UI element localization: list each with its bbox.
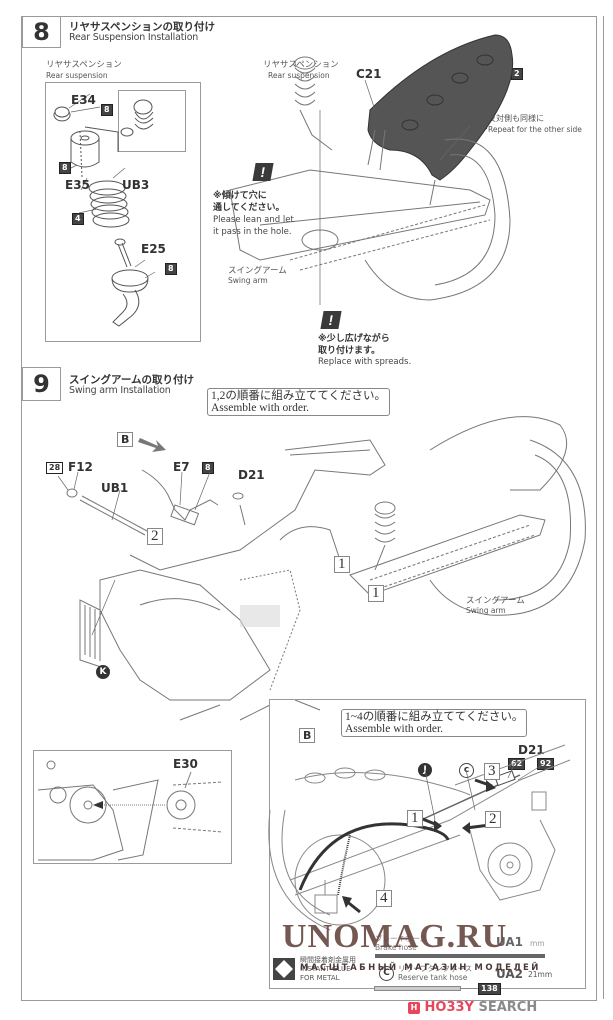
e34-detail-inset (118, 90, 186, 152)
step-8-title-en: Rear Suspension Installation (69, 32, 199, 43)
paint-code-e34: 8 (101, 104, 113, 116)
swingarm-label-en-step9: Swing arm (466, 606, 506, 615)
rear-suspension-right-label-jp: リヤサスペンション (263, 60, 339, 70)
brake-hose-legend: ブレーキホース Brake hose (375, 934, 427, 952)
step-8-number: 8 (22, 16, 61, 48)
paint-code-f12: 28 (46, 462, 64, 474)
repeat-other-side-en: Repeat for the other side (488, 125, 582, 134)
caution-icon: ! (252, 163, 274, 181)
part-label-e25: E25 (141, 242, 166, 256)
e30-detail-inset (33, 750, 232, 864)
view-b-arrow (138, 438, 166, 452)
paint-code-138: 138 (478, 983, 501, 995)
step-9-number: 9 (22, 367, 61, 401)
part-label-e35: E35 (65, 178, 90, 192)
reserve-hose-legend: リザーブタンクホース Reserve tank hose (398, 964, 472, 982)
warning-2-line1-jp: ※少し広げながら (318, 334, 390, 344)
inset-part-label-d21: D21 (518, 743, 545, 757)
view-b-marker: B (117, 432, 134, 447)
unomag-watermark-subtitle: МАСШТАБНЫЙ МАГАЗИН МОДЕЛЕЙ (300, 963, 541, 973)
repeat-other-side-jp: 反対側も同様に (488, 114, 544, 123)
inset-b-label: B (299, 728, 316, 743)
order-note-en: Assemble with order. (211, 402, 310, 414)
swingarm-rear-fender-illustration (229, 34, 514, 305)
paint-code-ub3: 4 (72, 213, 84, 225)
inset-order-note-en: Assemble with order. (345, 723, 444, 735)
order-note-jp: 1,2の順番に組み立ててください。 (211, 390, 387, 402)
step-8-title-jp: リヤサスペンションの取り付け (69, 21, 216, 33)
hobbysearch-brand-b: SEARCH (473, 1000, 538, 1015)
swingarm-label-jp-step8: スイングアーム (228, 266, 287, 276)
hose-ua1-length: mm (530, 939, 545, 948)
rear-suspension-right-label-en: Rear suspension (268, 71, 330, 80)
order-mark-1a: 1 (334, 556, 350, 573)
reserve-hose-en: Reserve tank hose (398, 973, 468, 982)
step-9-title-jp: スイングアームの取り付け (69, 374, 195, 386)
inset-b-order-note: 1~4の順番に組み立ててください。 Assemble with order. (341, 709, 528, 737)
rear-suspension-exploded-illustration (53, 93, 156, 327)
inset-order-mark-1: 1 (407, 810, 423, 827)
unomag-watermark: UNOMAG.RU (282, 918, 508, 955)
frame-swingarm-illustration (57, 416, 586, 721)
paint-code-e7: 8 (202, 462, 214, 474)
order-mark-2: 2 (147, 528, 163, 545)
assembly-order-note: 1,2の順番に組み立ててください。 Assemble with order. (207, 388, 391, 416)
inset-order-mark-4: 4 (376, 890, 392, 907)
inset-order-mark-2: 2 (485, 811, 501, 828)
rear-suspension-label-en: Rear suspension (46, 71, 108, 80)
part-label-ub1: UB1 (101, 481, 129, 495)
glue-label-jp: 瞬間接着剤金属用 (300, 956, 356, 964)
warning-2-line2-jp: 取り付けます。 (318, 346, 381, 356)
warning-1-line2-jp: 通してください。 (213, 203, 285, 213)
hobbysearch-brand-a: HO33Y (424, 1000, 474, 1015)
rear-suspension-label-jp: リヤサスペンション (46, 60, 122, 70)
e30-sprocket-illustration (37, 760, 224, 861)
part-label-e7: E7 (173, 460, 190, 474)
swingarm-label-jp-step9: スイングアーム (466, 596, 525, 606)
marker-k: K (96, 665, 110, 679)
glue-label-en-2: FOR METAL (300, 974, 340, 982)
hose-ua2-length: 21mm (528, 970, 553, 979)
warning-1-line1-jp: ※傾けて穴に (213, 191, 267, 201)
part-label-e30: E30 (173, 757, 198, 771)
reserve-hose-jp: リザーブタンクホース (398, 964, 473, 973)
inset-order-mark-3: 3 (484, 763, 500, 780)
glue-legend: 瞬間接着剤金属用 INSTANT GLUE FOR METAL (300, 956, 356, 983)
brake-hose-routing-illustration (268, 744, 571, 931)
glue-label-en-1: INSTANT GLUE (300, 965, 351, 973)
hose-c-marker: C (379, 966, 394, 981)
order-mark-1b: 1 (368, 585, 384, 602)
reserve-hose-bar-tail (461, 988, 477, 989)
reserve-hose-bar (374, 986, 461, 991)
warning-1-line2-en: it pass in the hole. (213, 227, 292, 237)
rear-suspension-subassembly-box (45, 82, 201, 342)
hobbysearch-logo: H HO33Y SEARCH (408, 1000, 537, 1015)
part-label-ub3: UB3 (122, 178, 150, 192)
instant-glue-metal-icon (273, 958, 295, 980)
page-frame-outer-right (603, 16, 604, 999)
brake-hose-bar (375, 954, 545, 958)
paint-code-e25: 8 (165, 263, 177, 275)
step-9-title-en: Swing arm Installation (69, 385, 171, 396)
warning-1-line1-en: Please lean and let (213, 215, 294, 225)
caution-icon: ! (320, 311, 342, 329)
warning-2-line1-en: Replace with spreads. (318, 357, 412, 367)
paint-code-e35: 8 (59, 162, 71, 174)
inset-order-note-jp: 1~4の順番に組み立ててください。 (345, 711, 524, 723)
brake-hose-jp: ブレーキホース (375, 934, 428, 943)
page-frame (21, 16, 597, 1001)
hose-part-ua2: UA2 (496, 967, 524, 981)
part-label-c21: C21 (356, 67, 382, 81)
part-label-e34: E34 (71, 93, 96, 107)
hobbysearch-logo-icon: H (408, 1002, 420, 1014)
part-label-d21: D21 (238, 468, 265, 482)
marker-c: c (459, 763, 474, 778)
hose-part-ua1: UA1 (496, 935, 524, 949)
part-label-f12: F12 (68, 460, 93, 474)
swingarm-label-en-step8: Swing arm (228, 276, 268, 285)
brake-hose-en: Brake hose (375, 943, 417, 952)
